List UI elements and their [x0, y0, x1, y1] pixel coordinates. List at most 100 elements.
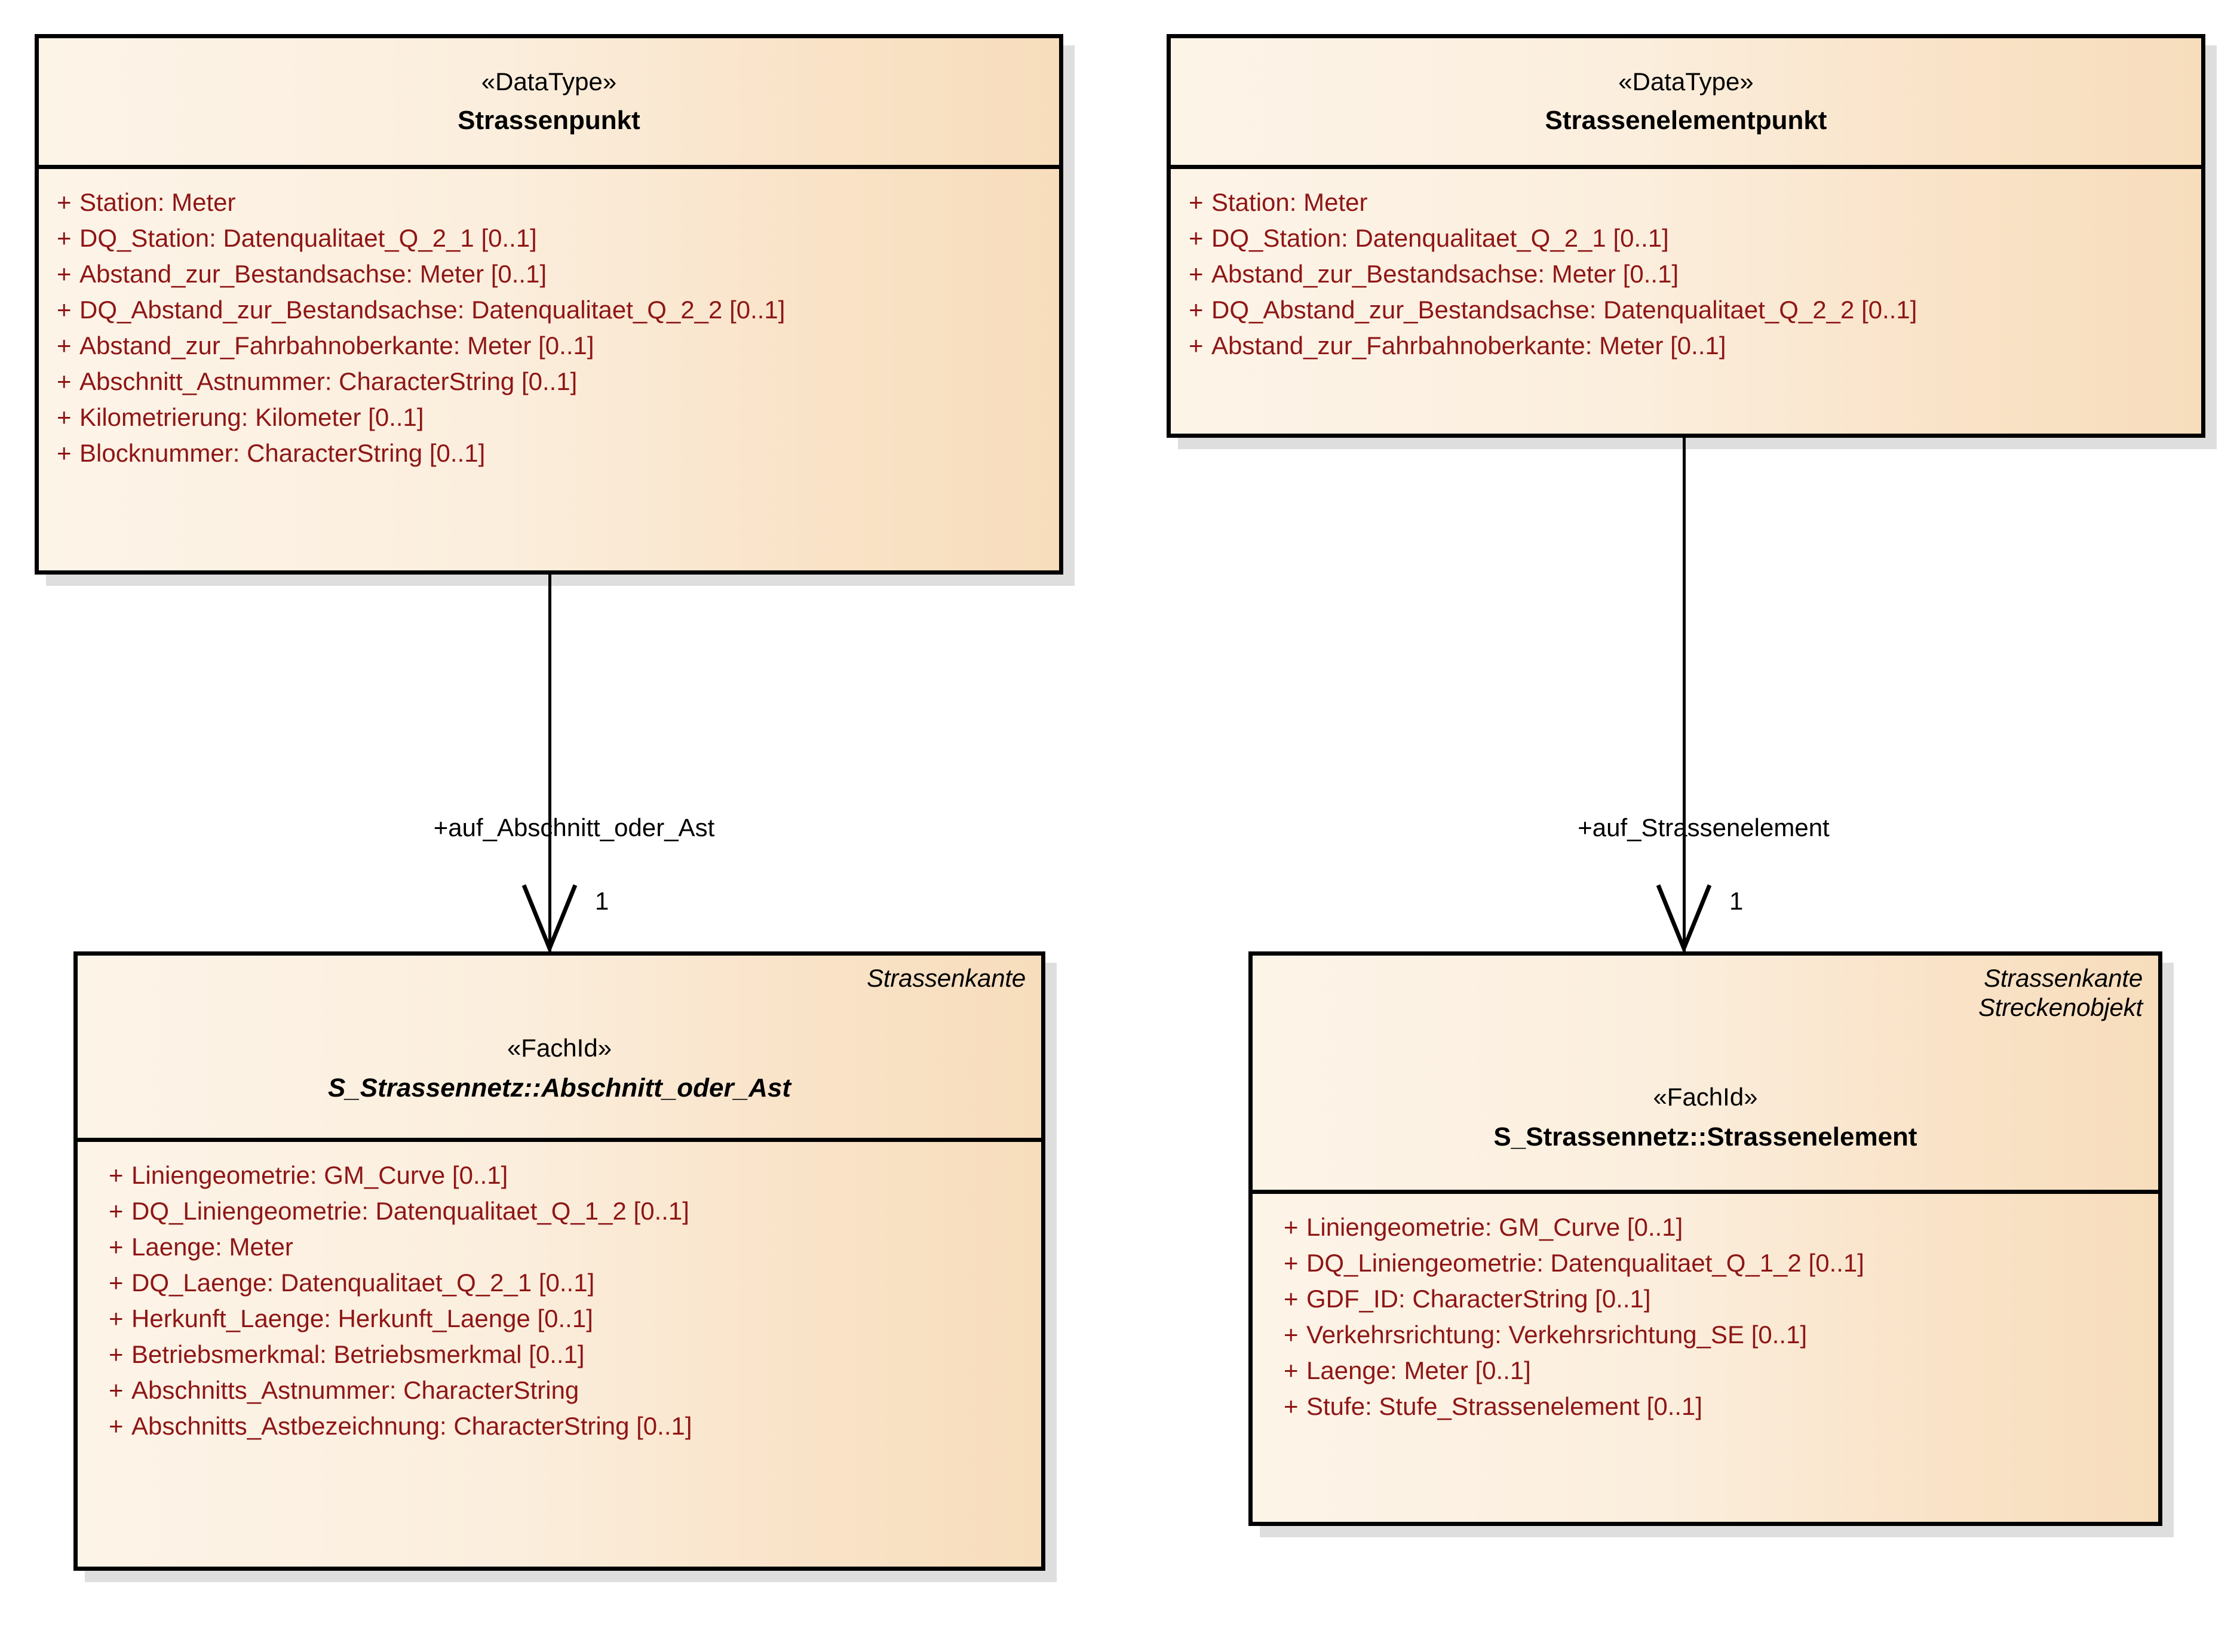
attribute-row: +Liniengeometrie: GM_Curve [0..1]	[91, 1157, 1041, 1193]
attribute-row: +Station: Meter	[39, 185, 1059, 220]
attribute-visibility: +	[57, 331, 72, 360]
attribute-signature: Abschnitt_Astnummer: CharacterString [0.…	[79, 367, 578, 395]
attribute-row: +DQ_Station: Datenqualitaet_Q_2_1 [0..1]	[1171, 220, 2201, 256]
attribute-signature: Blocknummer: CharacterString [0..1]	[79, 439, 486, 467]
attribute-row: +Abschnitt_Astnummer: CharacterString [0…	[39, 364, 1059, 400]
attribute-row: +Laenge: Meter [0..1]	[1266, 1353, 2158, 1389]
connector-multiplicity-left: 1	[595, 887, 609, 915]
attribute-signature: Station: Meter	[1211, 188, 1368, 216]
attribute-row: +Abschnitts_Astnummer: CharacterString	[91, 1372, 1041, 1408]
attribute-row: +DQ_Laenge: Datenqualitaet_Q_2_1 [0..1]	[91, 1265, 1041, 1301]
attribute-row: +Kilometrierung: Kilometer [0..1]	[39, 400, 1059, 435]
attribute-signature: Liniengeometrie: GM_Curve [0..1]	[1306, 1213, 1683, 1241]
attribute-signature: DQ_Station: Datenqualitaet_Q_2_1 [0..1]	[1211, 224, 1669, 252]
attribute-signature: DQ_Liniengeometrie: Datenqualitaet_Q_1_2…	[1306, 1249, 1864, 1277]
connector-line-right	[1683, 438, 1686, 953]
connector-multiplicity-right: 1	[1729, 887, 1744, 915]
attribute-signature: Herkunft_Laenge: Herkunft_Laenge [0..1]	[131, 1304, 593, 1332]
open-arrowhead-icon-left	[521, 884, 578, 954]
class-header-strassenelementpunkt: «DataType» Strassenelementpunkt	[1171, 38, 2201, 169]
attribute-signature: Liniengeometrie: GM_Curve [0..1]	[131, 1161, 508, 1189]
attribute-signature: DQ_Station: Datenqualitaet_Q_2_1 [0..1]	[79, 224, 537, 252]
class-title: Strassenpunkt	[458, 106, 640, 135]
attribute-signature: DQ_Laenge: Datenqualitaet_Q_2_1 [0..1]	[131, 1269, 595, 1297]
class-title: S_Strassennetz::Strassenelement	[1493, 1122, 1917, 1152]
open-arrowhead-icon-right	[1656, 884, 1712, 954]
attribute-signature: DQ_Abstand_zur_Bestandsachse: Datenquali…	[1211, 296, 1917, 324]
attribute-signature: Laenge: Meter [0..1]	[1306, 1356, 1531, 1384]
class-box-strassenpunkt[interactable]: «DataType» Strassenpunkt +Station: Meter…	[35, 34, 1063, 575]
class-tag: Streckenobjekt	[1978, 993, 2143, 1021]
attribute-row: +Liniengeometrie: GM_Curve [0..1]	[1266, 1209, 2158, 1245]
attribute-signature: Station: Meter	[79, 188, 236, 216]
attribute-visibility: +	[1284, 1285, 1299, 1313]
attribute-row: +DQ_Liniengeometrie: Datenqualitaet_Q_1_…	[91, 1193, 1041, 1229]
attribute-visibility: +	[57, 439, 72, 467]
attribute-visibility: +	[1189, 331, 1204, 360]
attribute-row: +DQ_Abstand_zur_Bestandsachse: Datenqual…	[1171, 292, 2201, 328]
attribute-visibility: +	[109, 1340, 124, 1368]
attribute-visibility: +	[109, 1197, 124, 1225]
attribute-row: +Blocknummer: CharacterString [0..1]	[39, 435, 1059, 471]
attribute-signature: GDF_ID: CharacterString [0..1]	[1306, 1285, 1651, 1313]
class-tag: Strassenkante	[1984, 964, 2143, 992]
attribute-row: +DQ_Station: Datenqualitaet_Q_2_1 [0..1]	[39, 220, 1059, 256]
attribute-visibility: +	[57, 403, 72, 431]
attribute-signature: DQ_Liniengeometrie: Datenqualitaet_Q_1_2…	[131, 1197, 689, 1225]
attribute-compartment-strassenpunkt: +Station: Meter+DQ_Station: Datenqualita…	[39, 169, 1059, 486]
attribute-visibility: +	[57, 188, 72, 216]
attribute-visibility: +	[109, 1161, 124, 1189]
class-stereotype: «DataType»	[481, 67, 617, 96]
connector-line-left	[548, 575, 551, 953]
attribute-visibility: +	[57, 296, 72, 324]
class-stereotype: «FachId»	[1653, 1083, 1758, 1111]
attribute-signature: Stufe: Stufe_Strassenelement [0..1]	[1306, 1392, 1703, 1420]
class-title: S_Strassennetz::Abschnitt_oder_Ast	[327, 1073, 791, 1103]
class-box-strassenelementpunkt[interactable]: «DataType» Strassenelementpunkt +Station…	[1167, 34, 2205, 438]
attribute-visibility: +	[57, 367, 72, 395]
attribute-visibility: +	[109, 1376, 124, 1404]
attribute-visibility: +	[1284, 1213, 1299, 1241]
attribute-visibility: +	[57, 260, 72, 288]
attribute-visibility: +	[109, 1269, 124, 1297]
attribute-row: +Abstand_zur_Bestandsachse: Meter [0..1]	[39, 256, 1059, 292]
attribute-signature: Abstand_zur_Bestandsachse: Meter [0..1]	[79, 260, 547, 288]
attribute-visibility: +	[1284, 1392, 1299, 1420]
class-box-abschnitt-oder-ast[interactable]: Strassenkante «FachId» S_Strassennetz::A…	[73, 951, 1045, 1571]
attribute-signature: Betriebsmerkmal: Betriebsmerkmal [0..1]	[131, 1340, 585, 1368]
attribute-signature: Abstand_zur_Fahrbahnoberkante: Meter [0.…	[79, 331, 594, 360]
attribute-signature: DQ_Abstand_zur_Bestandsachse: Datenquali…	[79, 296, 785, 324]
attribute-row: +Abschnitts_Astbezeichnung: CharacterStr…	[91, 1408, 1041, 1444]
class-stereotype: «FachId»	[507, 1033, 612, 1062]
connector-role-label-right: +auf_Strassenelement	[1578, 813, 1830, 842]
attribute-visibility: +	[1189, 296, 1204, 324]
attribute-signature: Verkehrsrichtung: Verkehrsrichtung_SE [0…	[1306, 1321, 1808, 1349]
attribute-signature: Abstand_zur_Bestandsachse: Meter [0..1]	[1211, 260, 1679, 288]
connector-role-label-left: +auf_Abschnitt_oder_Ast	[433, 813, 715, 842]
attribute-row: +Laenge: Meter	[91, 1229, 1041, 1265]
attribute-visibility: +	[1189, 260, 1204, 288]
attribute-visibility: +	[1284, 1249, 1299, 1277]
class-title: Strassenelementpunkt	[1545, 106, 1827, 135]
attribute-visibility: +	[1189, 224, 1204, 252]
attribute-visibility: +	[1189, 188, 1204, 216]
attribute-row: +Abstand_zur_Bestandsachse: Meter [0..1]	[1171, 256, 2201, 292]
class-header-abschnitt-oder-ast: Strassenkante «FachId» S_Strassennetz::A…	[78, 956, 1041, 1142]
attribute-row: +Verkehrsrichtung: Verkehrsrichtung_SE […	[1266, 1317, 2158, 1353]
attribute-signature: Kilometrierung: Kilometer [0..1]	[79, 403, 424, 431]
attribute-visibility: +	[109, 1304, 124, 1332]
attribute-row: +Abstand_zur_Fahrbahnoberkante: Meter [0…	[39, 328, 1059, 364]
attribute-row: +DQ_Abstand_zur_Bestandsachse: Datenqual…	[39, 292, 1059, 328]
attribute-signature: Abschnitts_Astbezeichnung: CharacterStri…	[131, 1412, 692, 1440]
attribute-visibility: +	[109, 1233, 124, 1261]
class-tag: Strassenkante	[867, 964, 1026, 992]
attribute-row: +DQ_Liniengeometrie: Datenqualitaet_Q_1_…	[1266, 1245, 2158, 1281]
attribute-row: +Abstand_zur_Fahrbahnoberkante: Meter [0…	[1171, 328, 2201, 364]
class-tag-list-left: Strassenkante	[867, 964, 1026, 993]
attribute-row: +GDF_ID: CharacterString [0..1]	[1266, 1281, 2158, 1317]
attribute-row: +Herkunft_Laenge: Herkunft_Laenge [0..1]	[91, 1301, 1041, 1337]
attribute-visibility: +	[57, 224, 72, 252]
